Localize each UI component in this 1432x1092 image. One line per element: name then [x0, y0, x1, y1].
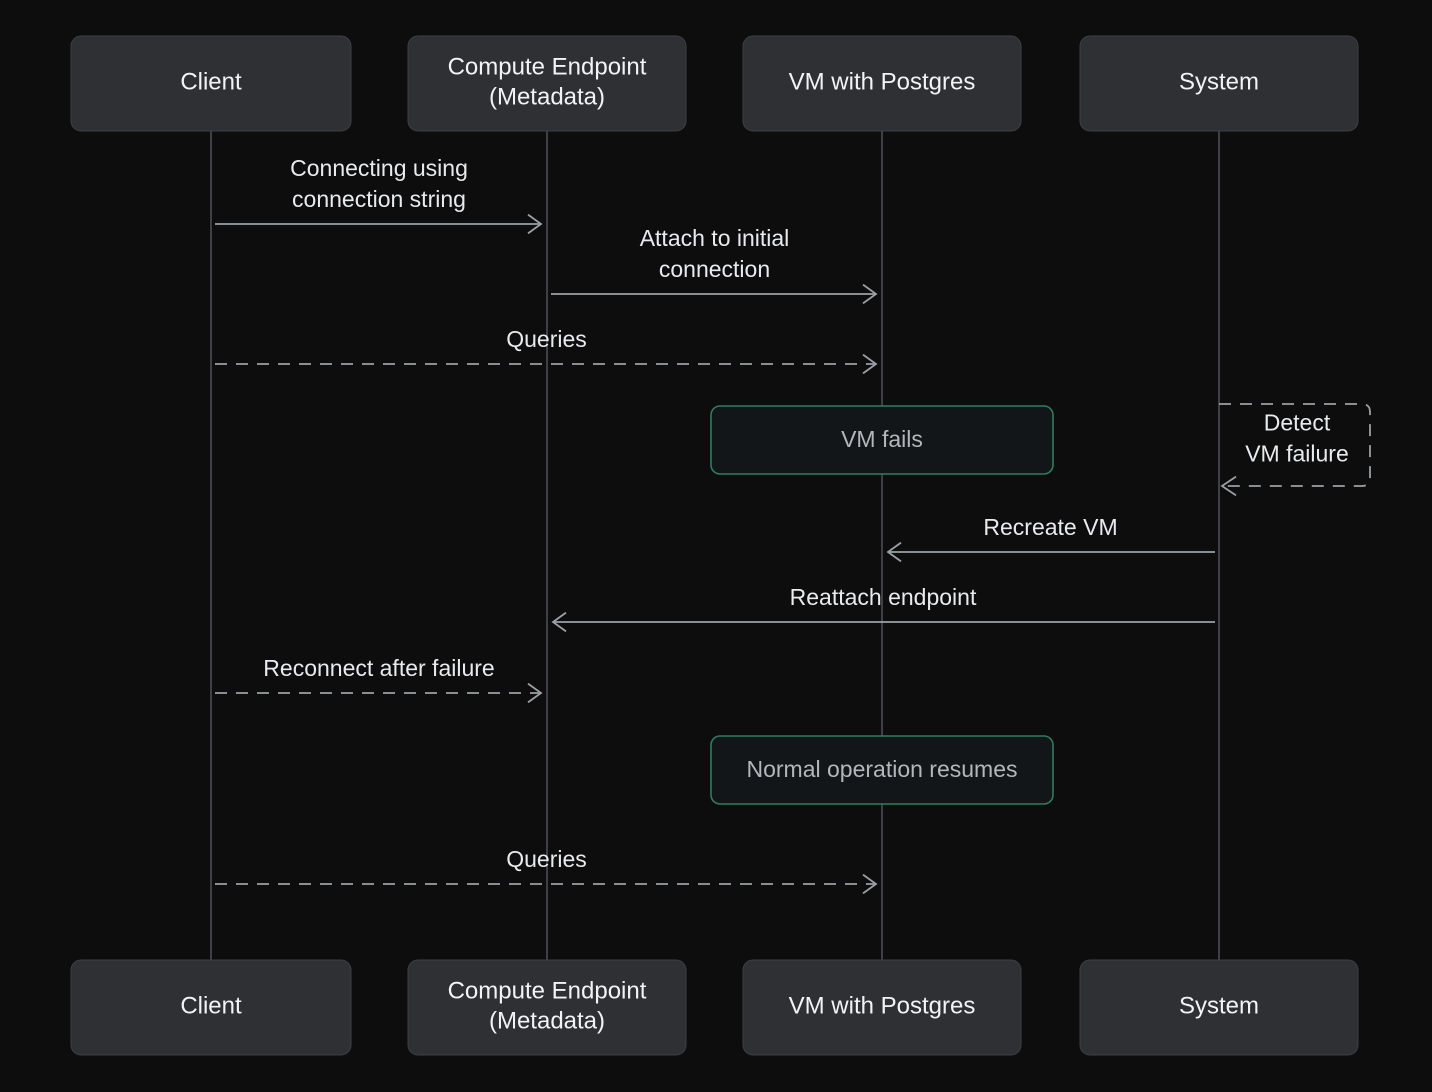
participant-label-system-bottom-line: System: [1179, 993, 1259, 1020]
message-path: [1219, 403, 1371, 487]
participant-label-vm-postgres-top: VM with Postgres: [789, 69, 976, 96]
note-note-vm-fails[interactable]: VM fails: [710, 405, 1054, 475]
message-m8[interactable]: Queries: [215, 846, 878, 895]
participant-label-compute-endpoint-bottom-line: Compute Endpoint: [448, 978, 647, 1005]
message-m6[interactable]: Reattach endpoint: [551, 584, 1215, 633]
message-m3[interactable]: Queries: [215, 326, 878, 375]
message-label-m4-line: Detect: [1264, 410, 1331, 436]
participants-top-layer: Client Compute Endpoint (Metadata) VM with …: [70, 35, 1359, 132]
message-label-m7: Reconnect after failure: [263, 655, 494, 681]
message-label-m2-line: connection: [659, 256, 770, 282]
message-label-m1: Connecting using connection string: [290, 155, 468, 212]
participant-label-client-top-line: Client: [180, 69, 242, 96]
message-label-m3-line: Queries: [506, 326, 587, 352]
participant-vm-postgres-top[interactable]: VM with Postgres: [742, 35, 1022, 132]
note-box[interactable]: [710, 405, 1054, 475]
participant-box[interactable]: [1079, 35, 1359, 132]
message-label-m8-line: Queries: [506, 846, 587, 872]
message-label-m7-line: Reconnect after failure: [263, 655, 494, 681]
participant-label-system-top-line: System: [1179, 69, 1259, 96]
participant-box[interactable]: [742, 959, 1022, 1056]
messages-layer: Connecting using connection stringAttach …: [215, 155, 1371, 895]
participant-box[interactable]: [1079, 959, 1359, 1056]
participant-box[interactable]: [407, 959, 687, 1056]
participant-vm-postgres-bottom[interactable]: VM with Postgres: [742, 959, 1022, 1056]
participant-label-client-bottom: Client: [180, 993, 242, 1020]
note-box[interactable]: [710, 735, 1054, 805]
message-label-m2-line: Attach to initial: [640, 225, 790, 251]
participant-system-bottom[interactable]: System: [1079, 959, 1359, 1056]
participant-label-vm-postgres-bottom: VM with Postgres: [789, 993, 976, 1020]
message-arrowhead: [527, 213, 543, 235]
participant-label-vm-postgres-top-line: VM with Postgres: [789, 69, 976, 96]
message-arrowhead: [527, 682, 543, 704]
message-arrowhead: [862, 283, 878, 305]
participant-label-compute-endpoint-bottom-line: (Metadata): [489, 1008, 605, 1035]
participants-bottom-layer: Client Compute Endpoint (Metadata) VM with …: [70, 959, 1359, 1056]
participant-label-client-bottom-line: Client: [180, 993, 242, 1020]
message-arrowhead: [862, 873, 878, 895]
participant-label-vm-postgres-bottom-line: VM with Postgres: [789, 993, 976, 1020]
participant-label-system-top: System: [1179, 69, 1259, 96]
message-m7[interactable]: Reconnect after failure: [215, 655, 543, 704]
message-m5[interactable]: Recreate VM: [886, 514, 1215, 563]
note-label: Normal operation resumes: [746, 756, 1017, 782]
participant-label-compute-endpoint-top: Compute Endpoint (Metadata): [448, 54, 647, 111]
participant-label-client-top: Client: [180, 69, 242, 96]
participant-system-top[interactable]: System: [1079, 35, 1359, 132]
message-m4[interactable]: Detect VM failure: [1219, 403, 1371, 497]
message-arrowhead: [886, 541, 902, 563]
message-label-m8: Queries: [506, 846, 587, 872]
message-label-m1-line: Connecting using: [290, 155, 468, 181]
message-arrowhead: [862, 353, 878, 375]
participant-label-compute-endpoint-top-line: (Metadata): [489, 84, 605, 111]
note-label: VM fails: [841, 426, 923, 452]
message-label-m4: Detect VM failure: [1245, 410, 1349, 467]
message-label-m3: Queries: [506, 326, 587, 352]
participant-label-system-bottom: System: [1179, 993, 1259, 1020]
message-label-m5: Recreate VM: [983, 514, 1117, 540]
participant-label-compute-endpoint-top-line: Compute Endpoint: [448, 54, 647, 81]
participant-client-top[interactable]: Client: [70, 35, 352, 132]
message-label-m6-line: Reattach endpoint: [790, 584, 977, 610]
participant-compute-endpoint-top[interactable]: Compute Endpoint (Metadata): [407, 35, 687, 132]
message-label-m1-line: connection string: [292, 186, 466, 212]
message-m1[interactable]: Connecting using connection string: [215, 155, 543, 235]
participant-box[interactable]: [70, 959, 352, 1056]
participant-client-bottom[interactable]: Client: [70, 959, 352, 1056]
participant-box[interactable]: [407, 35, 687, 132]
message-arrowhead: [551, 611, 567, 633]
message-label-m2: Attach to initial connection: [640, 225, 790, 282]
participant-compute-endpoint-bottom[interactable]: Compute Endpoint (Metadata): [407, 959, 687, 1056]
note-note-normal-operation[interactable]: Normal operation resumes: [710, 735, 1054, 805]
message-m2[interactable]: Attach to initial connection: [551, 225, 878, 305]
participant-box[interactable]: [742, 35, 1022, 132]
participant-box[interactable]: [70, 35, 352, 132]
message-arrowhead: [1220, 475, 1237, 497]
participant-label-compute-endpoint-bottom: Compute Endpoint (Metadata): [448, 978, 647, 1035]
message-label-m5-line: Recreate VM: [983, 514, 1117, 540]
lifelines-layer: [210, 131, 1220, 960]
message-label-m4-line: VM failure: [1245, 441, 1349, 467]
message-label-m6: Reattach endpoint: [790, 584, 977, 610]
